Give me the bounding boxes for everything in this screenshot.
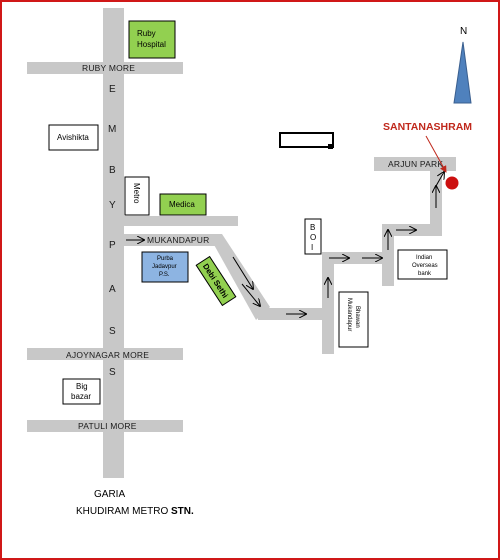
purba-jadavpur-line1: Purba bbox=[157, 256, 174, 262]
north-arrow-icon bbox=[453, 41, 472, 104]
bypass-letter: A bbox=[109, 284, 116, 295]
em-bypass-road bbox=[103, 8, 124, 478]
road-label-patuli-more: PATULI MORE bbox=[78, 421, 137, 431]
arjun-park-road bbox=[374, 157, 456, 171]
bypass-letter: Y bbox=[109, 200, 116, 211]
medica-side-road bbox=[124, 216, 238, 226]
iob-line1: Indian bbox=[416, 255, 432, 261]
station-caption: GARIA KHUDIRAM METRO STN. bbox=[76, 489, 194, 517]
landmark-boi: B O I bbox=[304, 218, 322, 255]
landmark-ruby-hospital: Ruby Hospital bbox=[128, 20, 176, 59]
em-bypass-label: E M B Y P A S S bbox=[108, 84, 116, 378]
boi-letter: I bbox=[311, 243, 313, 252]
metro-label: Metro bbox=[132, 183, 141, 204]
destination-marker bbox=[445, 176, 459, 190]
landmark-medica: Medica bbox=[159, 193, 207, 216]
unlabelled-box bbox=[279, 132, 334, 149]
bypass-letter: S bbox=[109, 326, 116, 337]
landmark-avishikta: Avishikta bbox=[48, 124, 99, 151]
boi-letter: O bbox=[310, 233, 316, 242]
vertical-road-1 bbox=[322, 252, 334, 354]
route-arrow bbox=[241, 283, 260, 306]
destination: SANTANASHRAM bbox=[383, 121, 472, 190]
mukandapur-bhawan-line1: Mukandapur bbox=[346, 298, 352, 331]
patuli-more-road bbox=[27, 420, 183, 432]
bypass-letter: B bbox=[109, 165, 116, 176]
landmark-big-bazar: Big bazar bbox=[62, 378, 101, 405]
bypass-letter: M bbox=[108, 124, 116, 135]
road-label-arjun-park: ARJUN PARK bbox=[388, 159, 443, 169]
purba-jadavpur-line2: Jadavpur bbox=[152, 264, 177, 270]
avishikta-label: Avishikta bbox=[57, 133, 89, 142]
landmark-purba-jadavpur-ps: Purba Jadavpur P.S. bbox=[141, 251, 189, 283]
ruby-hospital-line1: Ruby bbox=[137, 29, 156, 38]
mukandapur-bhawan-line2: Bhawan bbox=[354, 306, 360, 328]
ruby-more-road bbox=[27, 62, 183, 74]
route-arrows bbox=[126, 172, 444, 314]
route-arrow bbox=[435, 172, 444, 187]
landmark-mukandapur-bhawan: Mukandapur Bhawan bbox=[338, 291, 369, 348]
station-line1: GARIA bbox=[94, 489, 125, 500]
purba-jadavpur-line3: P.S. bbox=[159, 272, 170, 278]
station-line2-prefix: KHUDIRAM METRO bbox=[76, 506, 171, 517]
ruby-hospital-line2: Hospital bbox=[137, 40, 166, 49]
north-label: N bbox=[460, 26, 467, 37]
big-bazar-line1: Big bbox=[76, 382, 88, 391]
bypass-letter: E bbox=[109, 84, 116, 95]
bypass-letter: S bbox=[109, 367, 116, 378]
station-line2: KHUDIRAM METRO STN. bbox=[76, 506, 194, 517]
road-network bbox=[27, 8, 456, 478]
medica-label: Medica bbox=[169, 200, 195, 209]
connector-road-2 bbox=[322, 252, 392, 264]
destination-pointer-arrow bbox=[425, 135, 447, 173]
vertical-road-2 bbox=[382, 226, 394, 286]
boi-letter: B bbox=[310, 223, 315, 232]
mukandapur-road bbox=[124, 234, 220, 246]
iob-line2: Overseas bbox=[412, 263, 438, 269]
north-arrow: N bbox=[453, 26, 472, 104]
route-arrow bbox=[232, 256, 253, 289]
road-label-mukandapur: MUKANDAPUR bbox=[147, 235, 209, 245]
road-label-ruby-more: RUBY MORE bbox=[82, 63, 135, 73]
iob-line3: bank bbox=[418, 271, 432, 277]
big-bazar-line2: bazar bbox=[71, 392, 91, 401]
station-line2-bold: STN. bbox=[171, 506, 194, 517]
landmark-metro: Metro bbox=[124, 176, 150, 216]
bypass-letter: P bbox=[109, 240, 116, 251]
destination-label: SANTANASHRAM bbox=[383, 121, 472, 133]
ajoynagar-more-road bbox=[27, 348, 183, 360]
road-label-ajoynagar-more: AJOYNAGAR MORE bbox=[66, 350, 149, 360]
landmark-indian-overseas-bank: Indian Overseas bank bbox=[397, 249, 448, 280]
